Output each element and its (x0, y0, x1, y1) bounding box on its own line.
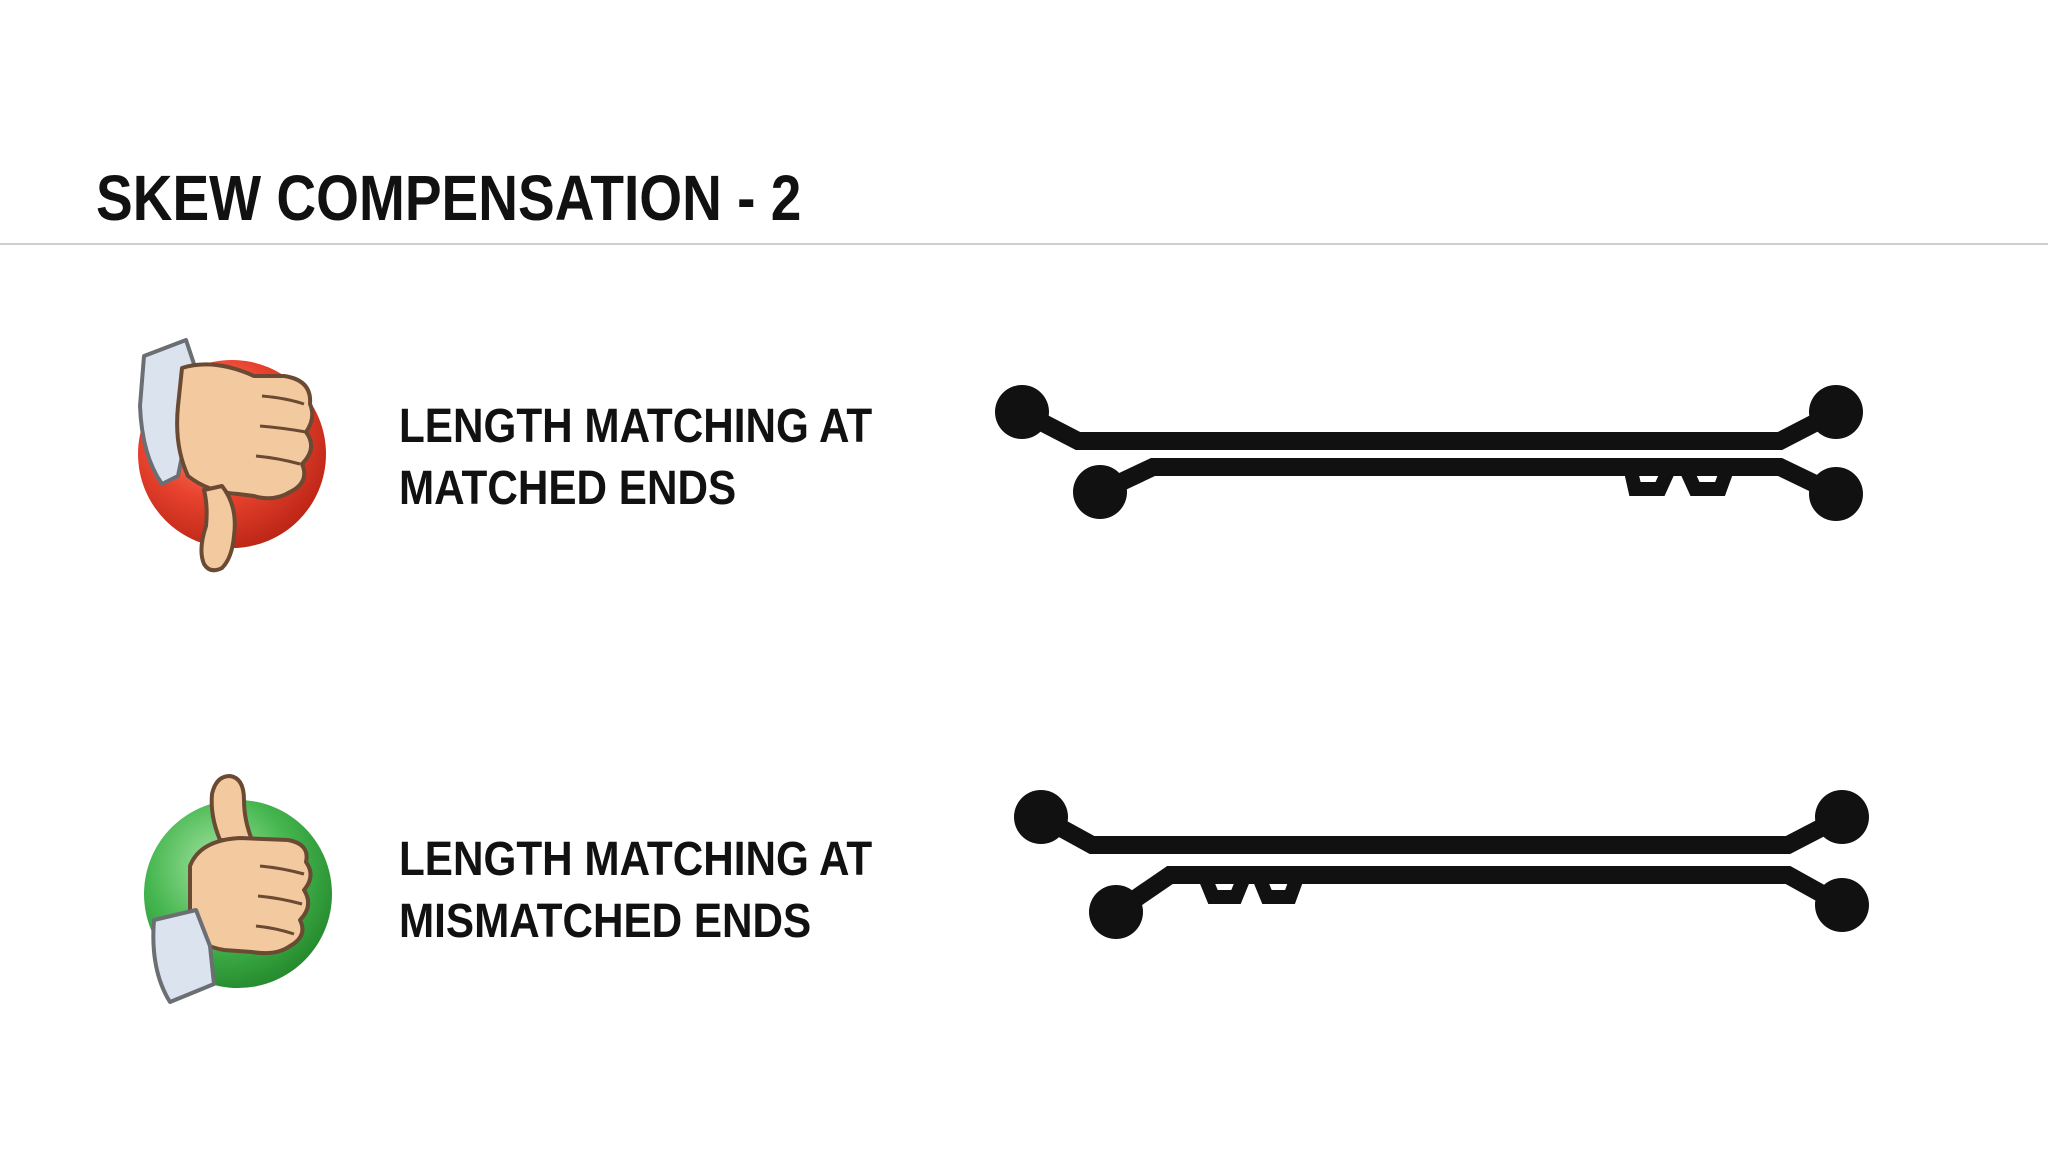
trace-upper (1036, 809, 1847, 854)
fist (175, 362, 315, 501)
pad-upper-left (1014, 790, 1068, 844)
trace-upper (1017, 404, 1841, 450)
pad-lower-left (1089, 885, 1143, 939)
thumb (209, 774, 254, 842)
pad-upper-right (1809, 385, 1863, 439)
pad-lower-right (1809, 467, 1863, 521)
serpentine-tune (1197, 868, 1305, 904)
pad-upper-left (995, 385, 1049, 439)
caption: LENGTH MATCHING AT MISMATCHED ENDS (399, 829, 872, 953)
caption-line-1: LENGTH MATCHING AT (399, 400, 873, 453)
row-matched-ends: LENGTH MATCHING AT MATCHED ENDS (0, 336, 2048, 596)
caption-line-1: LENGTH MATCHING AT (399, 833, 873, 886)
caption-line-2: MISMATCHED ENDS (399, 895, 812, 948)
pad-lower-left (1073, 465, 1127, 519)
caption: LENGTH MATCHING AT MATCHED ENDS (399, 396, 872, 520)
slide-title: SKEW COMPENSATION - 2 (96, 162, 802, 234)
title-divider (0, 243, 2048, 245)
caption-line-2: MATCHED ENDS (399, 462, 737, 515)
pad-upper-right (1815, 790, 1869, 844)
trace-lower (1110, 866, 1847, 920)
trace-pair-diagram (995, 385, 1863, 521)
pad-lower-right (1815, 878, 1869, 932)
thumb (199, 484, 237, 573)
trace-pair-diagram (1014, 790, 1869, 939)
thumbs-up-icon (144, 774, 332, 1004)
sleeve (151, 908, 216, 1004)
row-mismatched-ends: LENGTH MATCHING AT MISMATCHED ENDS (0, 770, 2048, 1010)
trace-lower (1096, 458, 1840, 503)
thumbs-down-icon (138, 338, 326, 573)
fist (188, 836, 313, 956)
serpentine-tune (1623, 460, 1735, 496)
